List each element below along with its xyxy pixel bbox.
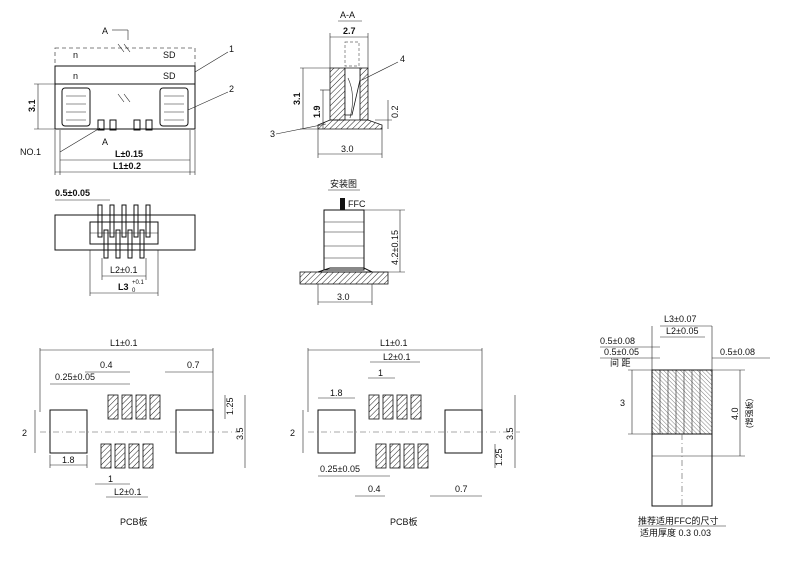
install-dim-height: 4.2±0.15 <box>390 230 400 265</box>
pcb-l-dim-07: 0.7 <box>187 360 200 370</box>
pcb-l-dim-L2: L2±0.1 <box>114 487 141 497</box>
install-dim-base: 3.0 <box>337 292 350 302</box>
pcb-l-dim-L1: L1±0.1 <box>110 338 137 348</box>
bottom-dim-L3: L3 <box>118 282 129 292</box>
ffc-caption-1: 推荐适用FFC的尺寸 <box>638 515 719 526</box>
sec-dim-0-2: 0.2 <box>390 105 400 118</box>
callout-3: 3 <box>270 129 275 139</box>
bottom-dim-L3-tol-upper: +0.1 <box>132 280 145 286</box>
ffc-caption-2: 适用厚度 0.3 0.03 <box>640 527 711 538</box>
ffc-dim-pitch-b: 0.5±0.05 <box>604 347 639 357</box>
install-title: 安装图 <box>330 178 357 189</box>
ffc-label-stiffener: (增强板) <box>744 398 754 428</box>
pcb-left: L1±0.1 0.4 0.7 0.25±0.05 2 1.25 3.5 1.8 … <box>22 338 246 527</box>
pcb-l-dim-pad: 0.25±0.05 <box>55 372 95 382</box>
pcb-r-mount-pad-right <box>444 409 483 454</box>
pcb-r-mount-pad-left <box>317 409 356 454</box>
pcb-r-dim-L1: L1±0.1 <box>380 338 407 348</box>
callout-4: 4 <box>400 54 405 64</box>
section-view: A-A 2.7 3.1 1.9 0.2 3.0 3 4 <box>270 10 405 158</box>
section-mark-top: A <box>102 26 108 36</box>
sec-dim-3-1: 3.1 <box>292 92 302 105</box>
label-sd-lower: SD <box>163 71 176 81</box>
pcb-r-dim-35: 3.5 <box>505 427 515 440</box>
pcb-l-caption: PCB板 <box>120 516 148 527</box>
pcb-l-mount-pad-left <box>49 409 88 454</box>
pcb-r-dim-2: 2 <box>290 428 295 438</box>
ffc-label-spacing: 间 距 <box>610 357 631 368</box>
install-view: 安装图 FFC 4.2±0.15 3.0 <box>299 178 405 305</box>
top-view: A n SD n SD A 1 2 <box>20 26 234 175</box>
ffc-dim-pitch-a: 0.5±0.08 <box>600 336 635 346</box>
pcb-r-dim-04: 0.4 <box>368 484 381 494</box>
ffc-dim-4: 4.0 <box>730 407 740 420</box>
label-sd-upper: SD <box>163 50 176 60</box>
dim-pitch-0-5: 0.5±0.05 <box>55 188 90 198</box>
ffc-dim-L3: L3±0.07 <box>664 314 696 324</box>
pcb-l-mount-pad-right <box>175 409 214 454</box>
pcb-r-dim-1: 1 <box>378 368 383 378</box>
pcb-l-dim-125: 1.25 <box>225 397 235 415</box>
bottom-view: 0.5±0.05 L2±0.1 L3 +0.1 0 <box>54 188 196 296</box>
section-title: A-A <box>340 10 355 20</box>
ffc-dim-L2: L2±0.05 <box>666 326 698 336</box>
ffc-view: L3±0.07 L2±0.05 0.5±0.08 0.5±0.05 0.5±0.… <box>600 314 770 538</box>
pcb-section <box>299 271 389 285</box>
bottom-dim-L2: L2±0.1 <box>110 265 137 275</box>
connector-body <box>54 83 196 130</box>
label-n-upper: n <box>73 50 78 60</box>
callout-1: 1 <box>229 44 234 54</box>
pcb-l-dim-35: 3.5 <box>235 427 245 440</box>
height-dim-3-1: 3.1 <box>27 99 37 112</box>
sec-dim-3-0: 3.0 <box>341 144 354 154</box>
pcb-r-dim-125: 1.25 <box>494 448 504 466</box>
callout-2: 2 <box>229 84 234 94</box>
section-mark-bottom: A <box>102 137 108 147</box>
pcb-right: L1±0.1 L2±0.1 1 1.8 2 3.5 1.25 0.25±0.05… <box>290 338 520 527</box>
no1-label: NO.1 <box>20 147 41 157</box>
pcb-r-dim-L2: L2±0.1 <box>383 352 410 362</box>
dim-L1: L1±0.2 <box>113 161 141 171</box>
pcb-l-dim-1: 1 <box>108 474 113 484</box>
label-n-lower: n <box>73 71 78 81</box>
pcb-l-dim-04: 0.4 <box>100 360 113 370</box>
pcb-r-dim-pad: 0.25±0.05 <box>320 464 360 474</box>
ffc-label: FFC <box>348 199 366 209</box>
bottom-dim-L3-tol-lower: 0 <box>132 288 136 294</box>
sec-dim-1-9: 1.9 <box>312 105 322 118</box>
dim-width-2-7: 2.7 <box>343 26 356 36</box>
pcb-l-dim-2: 2 <box>22 428 27 438</box>
dim-L: L±0.15 <box>115 149 143 159</box>
pcb-r-dim-18: 1.8 <box>330 388 343 398</box>
pcb-r-dim-07: 0.7 <box>455 484 468 494</box>
ffc-dim-3: 3 <box>620 398 625 408</box>
bottom-body <box>54 214 196 251</box>
ffc-dim-pitch-c: 0.5±0.08 <box>720 347 755 357</box>
pcb-l-dim-18: 1.8 <box>62 455 75 465</box>
pcb-r-caption: PCB板 <box>390 516 418 527</box>
